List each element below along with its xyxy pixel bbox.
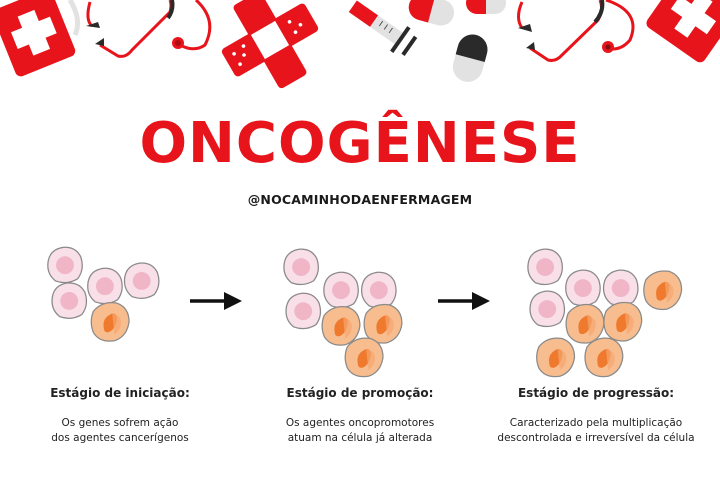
stage-description-line: Os genes sofrem ação — [61, 417, 179, 429]
stage-description-line: descontrolada e irreversível da célula — [497, 432, 695, 444]
arrow-right-icon — [190, 292, 242, 310]
arrow-right-icon — [438, 292, 490, 310]
syringe-icon — [348, 0, 418, 56]
stethoscope-icon — [86, 0, 212, 58]
first-aid-cross-icon — [0, 0, 76, 77]
bandage-cross-icon — [221, 0, 319, 89]
cell-cluster-initiation — [47, 246, 160, 342]
stage-description: Os agentes oncopromotores atuam na célul… — [240, 416, 480, 446]
stage-label: Estágio de iniciação: — [50, 386, 190, 400]
capsule-pill-icon — [466, 0, 506, 14]
capsule-pill-icon — [408, 0, 455, 26]
page-title: ONCOGÊNESE — [139, 111, 581, 176]
cell-cluster-promotion — [283, 248, 403, 378]
stage-description-line: Caracterizado pela multiplicação — [509, 417, 683, 429]
stage-description-line: Os agentes oncopromotores — [285, 417, 435, 429]
stage-description: Caracterizado pela multiplicação descont… — [466, 416, 720, 446]
stage-description-line: atuam na célula já alterada — [287, 432, 433, 444]
medical-icons-banner — [0, 0, 720, 89]
stage-description: Os genes sofrem ação dos agentes cancerí… — [0, 416, 240, 446]
capsule-pill-icon — [452, 34, 488, 82]
cell-cluster-progression — [527, 248, 683, 378]
stage-label: Estágio de promoção: — [286, 386, 434, 400]
author-handle: @NOCAMINHODAENFERMAGEM — [247, 192, 473, 207]
first-aid-cross-icon — [646, 0, 720, 63]
stethoscope-icon — [517, 0, 635, 62]
stage-label: Estágio de progressão: — [517, 386, 675, 400]
stage-description-line: dos agentes cancerígenos — [51, 432, 189, 444]
